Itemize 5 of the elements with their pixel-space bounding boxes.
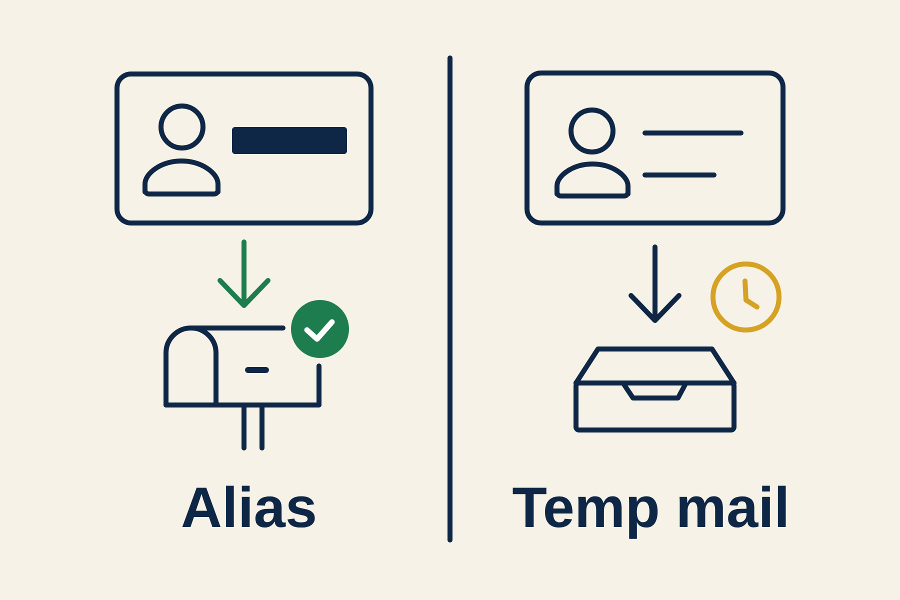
column-title: Temp mail: [512, 486, 786, 539]
mailbox: [164, 326, 322, 450]
id-card: [524, 70, 786, 226]
id-card: [114, 72, 374, 226]
inbox-tray: [574, 346, 736, 432]
